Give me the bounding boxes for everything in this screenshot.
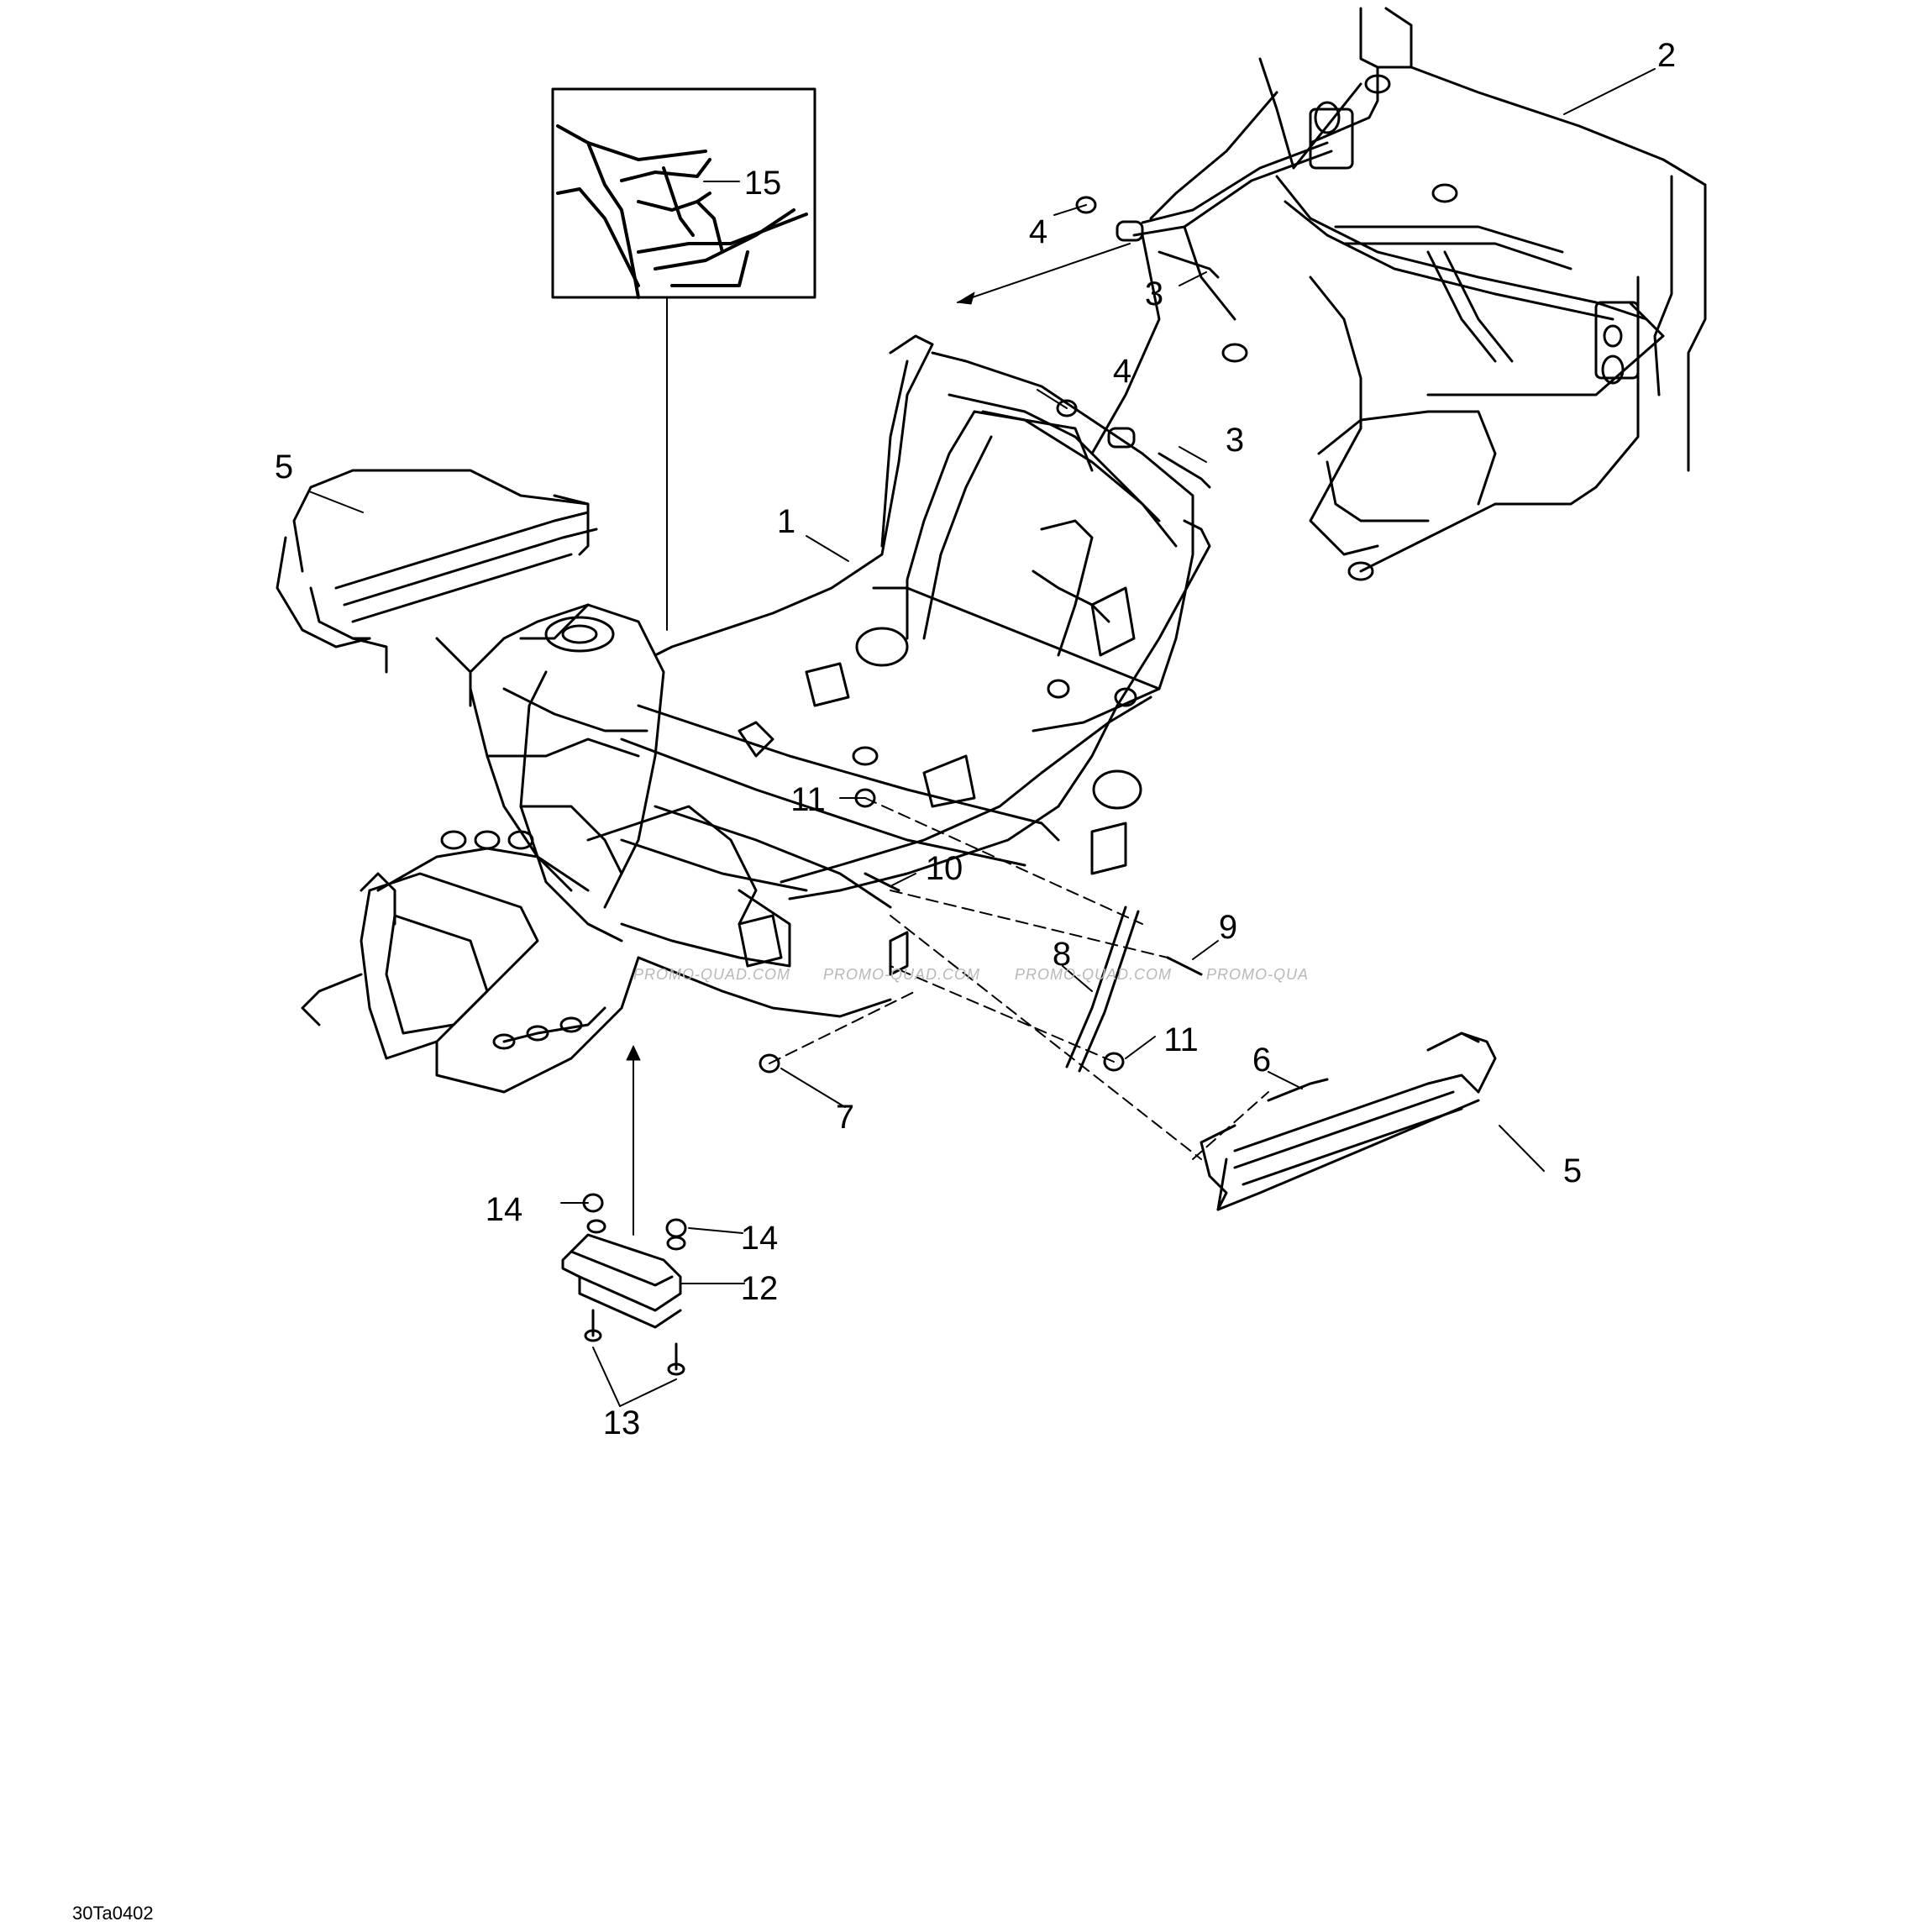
callout-3b: 3 [1225,422,1245,459]
callout-4a: 4 [1028,213,1048,250]
callout-8: 8 [1052,936,1072,973]
footrest-left-5 [276,469,598,674]
callout-5b: 5 [1562,1152,1583,1189]
callout-15: 15 [743,165,782,202]
callout-4b: 4 [1112,353,1132,390]
watermark-4: PROMO-QUA [1206,966,1310,983]
callout-13: 13 [602,1404,641,1441]
watermark-2: PROMO-QUAD.COM [823,966,980,983]
callout-1: 1 [776,503,796,540]
leader-lines [308,68,1656,1407]
callout-11a: 11 [790,781,826,818]
callout-10: 10 [925,850,963,887]
callout-3a: 3 [1144,276,1164,312]
main-frame-1 [301,334,1211,1094]
figure-id: 30Ta0402 [72,1903,154,1924]
callout-5a: 5 [274,449,294,486]
detail-inset-15 [551,87,816,299]
callout-2: 2 [1656,37,1677,74]
callout-14a: 14 [485,1191,523,1228]
callout-7: 7 [835,1099,855,1136]
rear-frame-2 [1090,7,1707,581]
callout-11b: 11 [1163,1021,1199,1058]
callout-9: 9 [1218,909,1238,946]
callout-6: 6 [1252,1042,1272,1079]
watermark-1: PROMO-QUAD.COM [633,966,790,983]
watermark-3: PROMO-QUAD.COM [1015,966,1172,983]
callout-14b: 14 [740,1220,779,1257]
callout-12: 12 [740,1270,779,1307]
footrest-right-5 [1200,1032,1497,1211]
install-paths [769,797,1269,1160]
